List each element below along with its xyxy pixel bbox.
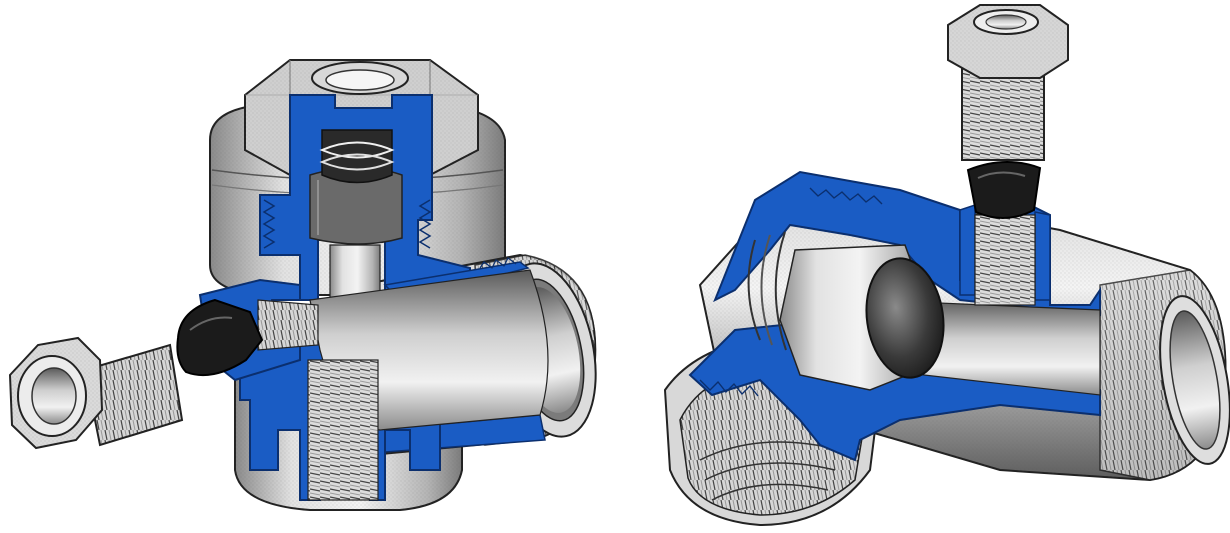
left-loose-hex-plug [8,336,184,450]
left-assembly [8,59,597,511]
right-assembly [663,4,1230,527]
left-rubber-plug [176,298,264,377]
left-internal-bores [257,129,549,501]
right-outlet-tube [1099,269,1230,481]
right-internal-parts [747,160,1101,396]
right-loose-hex-plug [947,4,1069,161]
